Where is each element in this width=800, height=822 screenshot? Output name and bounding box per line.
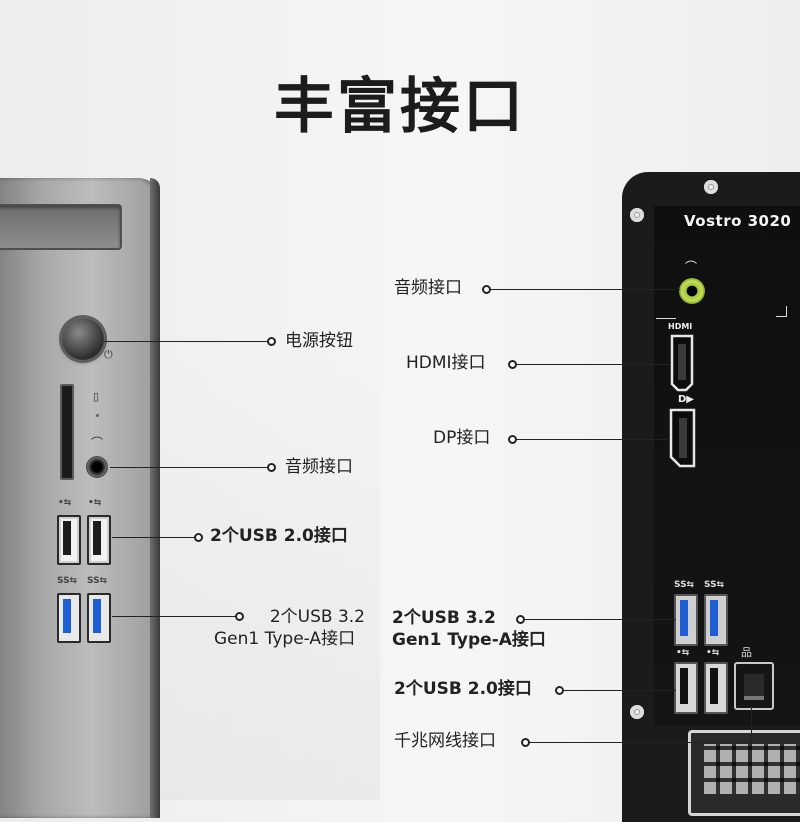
callout-dot xyxy=(194,533,203,542)
panel-corner-mark xyxy=(656,318,676,329)
psu-vent-grid xyxy=(704,744,800,794)
front-usb2-port[interactable] xyxy=(57,515,81,565)
callout-line xyxy=(524,619,676,620)
hdmi-icon: HDMI xyxy=(668,322,693,331)
usb2-icon: •⇆ xyxy=(676,648,690,658)
callout-line xyxy=(516,364,670,365)
callout-line xyxy=(104,341,272,342)
drive-activity-icon: ▯ xyxy=(93,390,100,403)
callout-line xyxy=(516,439,670,440)
usb3-icon: SS⇆ xyxy=(57,576,78,586)
ethernet-port[interactable] xyxy=(734,662,774,710)
usb3-icon: SS⇆ xyxy=(674,580,695,590)
callout-dot xyxy=(267,337,276,346)
callout-line xyxy=(112,616,240,617)
front-usb2-port[interactable] xyxy=(87,515,111,565)
power-icon: ⏻ xyxy=(104,348,113,361)
label-rear-audio: 音频接口 xyxy=(394,278,462,298)
card-reader-slot xyxy=(60,384,74,480)
label-front-audio: 音频接口 xyxy=(285,457,353,477)
label-power-button: 电源按钮 xyxy=(285,331,353,351)
screw xyxy=(630,208,644,222)
usb2-icon: •⇆ xyxy=(88,498,102,508)
rear-usb2-port[interactable] xyxy=(704,662,728,714)
label-displayport: DP接口 xyxy=(433,428,491,448)
usb3-icon: SS⇆ xyxy=(704,580,725,590)
callout-dot xyxy=(235,612,244,621)
label-front-usb3-line2: Gen1 Type-A接口 xyxy=(214,629,356,649)
front-usb3-port[interactable] xyxy=(87,593,111,643)
callout-dot xyxy=(267,463,276,472)
activity-led xyxy=(96,414,99,417)
hdmi-port[interactable] xyxy=(668,334,696,392)
headphone-icon: ⌒ xyxy=(91,436,104,450)
screw xyxy=(630,705,644,719)
model-name: Vostro 3020 xyxy=(684,212,792,230)
label-front-usb2: 2个USB 2.0接口 xyxy=(210,526,348,546)
network-icon: 品 xyxy=(741,646,752,659)
displayport-port[interactable] xyxy=(668,408,698,468)
usb3-icon: SS⇆ xyxy=(87,576,108,586)
callout-line xyxy=(490,289,680,290)
label-rear-usb3-line2: Gen1 Type-A接口 xyxy=(392,630,546,650)
front-audio-jack[interactable] xyxy=(86,456,108,478)
label-hdmi: HDMI接口 xyxy=(406,353,486,373)
headphone-icon: ⌒ xyxy=(685,260,698,274)
usb2-icon: •⇆ xyxy=(706,648,720,658)
front-panel-tower xyxy=(0,178,160,818)
page-title: 丰富接口 xyxy=(274,72,526,142)
rear-usb3-port[interactable] xyxy=(674,594,698,646)
rear-panel-tower xyxy=(622,172,800,822)
usb2-icon: •⇆ xyxy=(58,498,72,508)
rear-usb2-port[interactable] xyxy=(674,662,698,714)
rear-audio-jack[interactable] xyxy=(679,278,705,304)
screw xyxy=(704,180,718,194)
label-front-usb3-line1: 2个USB 3.2 xyxy=(269,607,365,627)
label-ethernet: 千兆网线接口 xyxy=(394,731,496,751)
callout-line xyxy=(529,742,751,743)
front-usb3-port[interactable] xyxy=(57,593,81,643)
drive-bay xyxy=(0,204,122,250)
label-rear-usb3-line1: 2个USB 3.2 xyxy=(392,608,496,628)
panel-corner-mark xyxy=(776,306,787,317)
tower-edge xyxy=(150,178,160,818)
displayport-icon: D▶ xyxy=(678,394,694,405)
callout-line xyxy=(751,706,752,743)
label-rear-usb2: 2个USB 2.0接口 xyxy=(394,679,532,699)
callout-line xyxy=(110,467,272,468)
callout-line xyxy=(112,537,198,538)
callout-line xyxy=(563,690,676,691)
rear-usb3-port[interactable] xyxy=(704,594,728,646)
power-button[interactable] xyxy=(62,318,104,360)
